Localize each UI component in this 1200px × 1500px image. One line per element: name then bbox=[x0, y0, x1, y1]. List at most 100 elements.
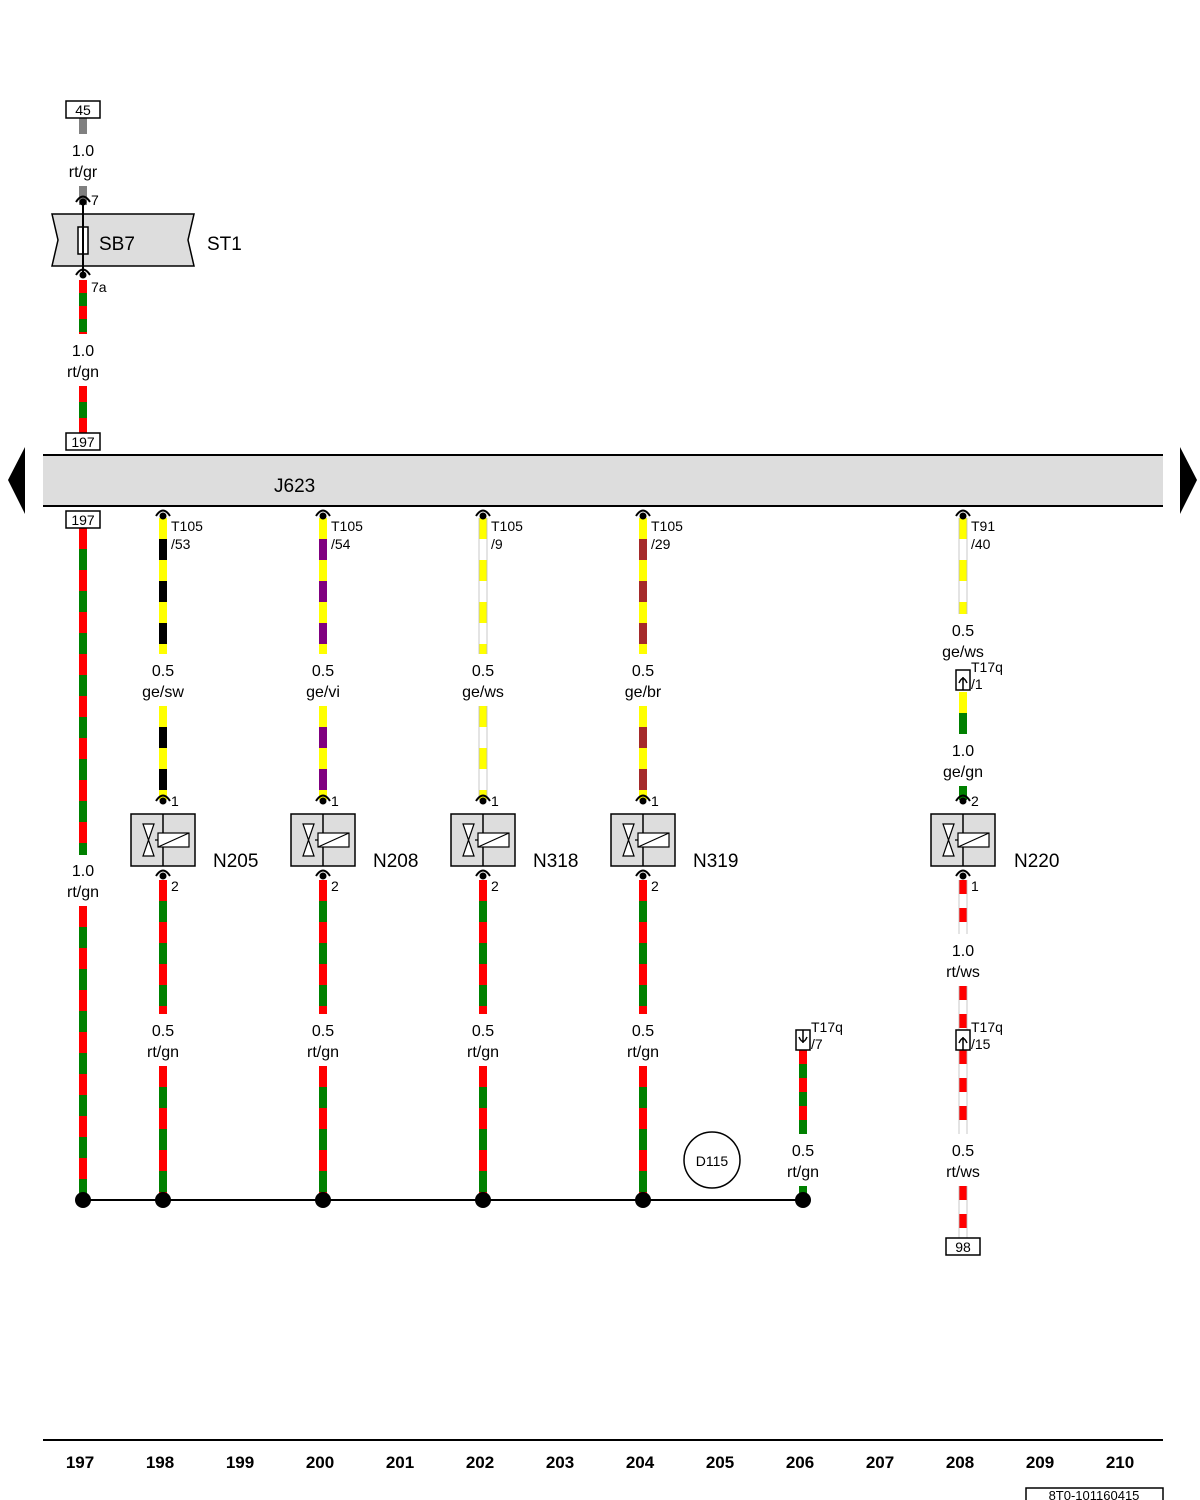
branch4-valve-pin2-arc bbox=[635, 869, 651, 877]
col197-wire-lower-seg bbox=[79, 1158, 87, 1179]
column-number-210: 210 bbox=[1106, 1453, 1134, 1472]
branch3-wire-color: ge/ws bbox=[462, 684, 504, 701]
branch3-valve-pin2-dot bbox=[479, 872, 487, 880]
branch2-valve-pin1-arc bbox=[315, 794, 331, 802]
branch4-return-upper-seg bbox=[639, 985, 647, 1006]
ref-45-label: 45 bbox=[75, 102, 91, 118]
branch1-connector: T105 bbox=[171, 518, 203, 534]
n220-wire4-lower-seg bbox=[959, 1228, 967, 1238]
branch2-return-lower-seg bbox=[319, 1150, 327, 1171]
branch2-return-size: 0.5 bbox=[312, 1023, 334, 1040]
n220-connector: T91 bbox=[971, 518, 995, 534]
column-number-197: 197 bbox=[66, 1453, 94, 1472]
feed-wire-size: 1.0 bbox=[72, 343, 94, 360]
column-number-200: 200 bbox=[306, 1453, 334, 1472]
next-page-arrow-icon[interactable] bbox=[1180, 447, 1197, 514]
branch1-conn-pin-dot bbox=[159, 512, 167, 520]
n220-wire3-color: rt/ws bbox=[946, 964, 980, 981]
branch1-return-upper-seg bbox=[159, 985, 167, 1006]
branch2-return-lower-seg bbox=[319, 1108, 327, 1129]
ground-d115-circle[interactable] bbox=[683, 1131, 741, 1189]
ref-box-45[interactable] bbox=[65, 100, 101, 119]
branch2-return-lower-seg bbox=[319, 1129, 327, 1150]
branch4-return-lower-seg bbox=[639, 1066, 647, 1087]
branch4-return-lower-seg bbox=[639, 1150, 647, 1171]
branch1-wire-size: 0.5 bbox=[152, 663, 174, 680]
n220-conn-pin-arc bbox=[955, 509, 971, 517]
ground-junction-2 bbox=[315, 1192, 331, 1208]
col197-wire-upper-seg bbox=[79, 717, 87, 738]
prev-page-arrow-icon[interactable] bbox=[8, 447, 25, 514]
ground-d115-label: D115 bbox=[696, 1153, 729, 1169]
branch2-wire-upper-seg bbox=[319, 602, 327, 623]
branch4-return-upper-seg bbox=[639, 1006, 647, 1014]
branch2-return-lower-seg bbox=[319, 1171, 327, 1192]
col197-wire-upper-seg bbox=[79, 549, 87, 570]
branch2-wire-upper-seg bbox=[319, 560, 327, 581]
branch4-valve-coil-diag bbox=[637, 832, 670, 848]
n220-pin-top-arc bbox=[955, 794, 971, 802]
branch3-return-color: rt/gn bbox=[467, 1044, 499, 1061]
branch1-wire-lower-seg bbox=[159, 748, 167, 769]
branch2-valve-pin2-arc bbox=[315, 869, 331, 877]
control-unit-j623[interactable] bbox=[43, 455, 1163, 506]
branch3-wire-upper-seg bbox=[479, 623, 487, 644]
column-number-202: 202 bbox=[466, 1453, 494, 1472]
branch1-valve-pin2-dot bbox=[159, 872, 167, 880]
column-number-199: 199 bbox=[226, 1453, 254, 1472]
col206-wire-upper-seg bbox=[799, 1050, 807, 1064]
n220-wire3-upper-seg bbox=[959, 922, 967, 934]
n220-wire2-size: 1.0 bbox=[952, 743, 974, 760]
branch1-return-color: rt/gn bbox=[147, 1044, 179, 1061]
branch4-return-lower-seg bbox=[639, 1129, 647, 1150]
branch1-return-upper-seg bbox=[159, 1006, 167, 1014]
ground-junction-3 bbox=[475, 1192, 491, 1208]
branch1-return-upper-seg bbox=[159, 943, 167, 964]
branch3-return-upper-seg bbox=[479, 922, 487, 943]
branch3-wire-upper-seg bbox=[479, 560, 487, 581]
branch2-wire-color: ge/vi bbox=[306, 684, 340, 701]
col197-wire-upper-seg bbox=[79, 843, 87, 855]
branch3-return-upper-seg bbox=[479, 964, 487, 985]
branch4-return-size: 0.5 bbox=[632, 1023, 654, 1040]
col197-wire-lower-seg bbox=[79, 1095, 87, 1116]
n220-wire3-upper-seg bbox=[959, 880, 967, 894]
ref-box-98[interactable] bbox=[945, 1237, 981, 1256]
branch3-return-upper-seg bbox=[479, 901, 487, 922]
branch3-wire-upper-seg bbox=[479, 518, 487, 539]
branch4-wire-lower-seg bbox=[639, 727, 647, 748]
n220-wire2-upper-seg bbox=[959, 692, 967, 713]
branch3-connector: T105 bbox=[491, 518, 523, 534]
branch2-valve-valve-icon bbox=[302, 823, 315, 857]
n220-pin-bottom-arc bbox=[955, 869, 971, 877]
branch4-wire-upper-seg bbox=[639, 623, 647, 644]
branch4-wire-upper-seg bbox=[639, 518, 647, 539]
col197-wire-upper-seg bbox=[79, 759, 87, 780]
branch4-return-upper-seg bbox=[639, 922, 647, 943]
ref-197-top-label: 197 bbox=[71, 434, 95, 450]
branch4-return-lower-seg bbox=[639, 1087, 647, 1108]
branch3-wire-lower-seg bbox=[479, 769, 487, 790]
feed-wire-color: rt/gn bbox=[67, 364, 99, 381]
col197-wire-lower-seg bbox=[79, 1137, 87, 1158]
branch1-connector-pin: /53 bbox=[171, 536, 191, 552]
branch2-return-upper-seg bbox=[319, 901, 327, 922]
ref-box-197-bottom[interactable] bbox=[65, 510, 101, 529]
ref-box-197-top[interactable] bbox=[65, 432, 101, 451]
n220-wire1-seg bbox=[959, 539, 967, 560]
fuse-pin-in-arc bbox=[75, 195, 91, 203]
col206-wire-lower bbox=[799, 1186, 807, 1196]
branch1-return-upper-seg bbox=[159, 901, 167, 922]
branch2-return-upper-seg bbox=[319, 964, 327, 985]
n220-wire4-upper-seg bbox=[959, 1064, 967, 1078]
branch3-valve-pin1: 1 bbox=[491, 793, 499, 809]
n220-wire3-lower-seg bbox=[959, 1014, 967, 1028]
symbols-layer bbox=[75, 195, 996, 1208]
col206-wire-upper-seg bbox=[799, 1120, 807, 1134]
branch1-valve-label: N205 bbox=[213, 851, 258, 872]
branch3-return-lower-seg bbox=[479, 1171, 487, 1192]
branch4-return-upper-seg bbox=[639, 880, 647, 901]
feed-wire-upper-seg bbox=[79, 293, 87, 306]
branch3-wire-lower-seg bbox=[479, 706, 487, 727]
col206-wire-upper-seg bbox=[799, 1106, 807, 1120]
